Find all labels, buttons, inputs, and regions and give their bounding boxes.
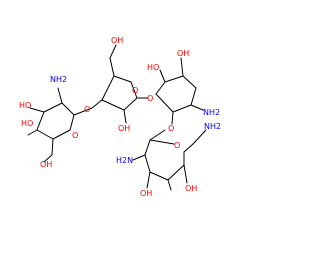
bond <box>36 111 45 131</box>
bond <box>36 129 54 140</box>
bond <box>183 143 194 153</box>
background <box>0 0 250 250</box>
molecule-structure: NH2 HO HO OH O O OH O OH O HO OH NH2 O O… <box>0 0 250 250</box>
bond <box>190 104 204 111</box>
bond <box>73 107 93 116</box>
bond <box>172 104 192 113</box>
atom-label-ring-oxygen: O <box>132 86 138 95</box>
atom-label-layer: NH2 HO HO OH O O OH O OH O HO OH NH2 O O… <box>19 36 221 198</box>
bond <box>171 111 174 125</box>
atom-label-oh: HO <box>21 119 33 128</box>
atom-label-nh2: NH2 <box>203 108 220 117</box>
atom-label-ring-oxygen: O <box>72 131 78 140</box>
bond <box>155 81 166 95</box>
bond <box>51 138 54 156</box>
structure-canvas: NH2 HO HO OH O O OH O OH O HO OH NH2 O O… <box>0 0 250 250</box>
atom-label-oh: OH <box>177 49 189 58</box>
bond <box>167 179 172 191</box>
atom-label-oh: HO <box>19 101 31 110</box>
atom-label-link-oxygen: O <box>168 124 174 133</box>
atom-label-nh2: NH2 <box>50 75 67 84</box>
bond <box>190 87 197 106</box>
bond <box>146 171 151 189</box>
atom-label-link-oxygen: O <box>147 94 153 103</box>
atom-label-oh: OH <box>40 160 52 169</box>
bond <box>123 109 127 124</box>
bond <box>164 75 184 83</box>
bond <box>109 57 115 77</box>
bond <box>57 87 63 104</box>
bond <box>123 97 138 111</box>
atom-label-oh: OH <box>140 189 152 198</box>
bond <box>149 171 169 181</box>
bond <box>167 164 185 181</box>
bond <box>91 99 103 109</box>
bond <box>149 139 175 145</box>
atom-label-oh: HO <box>147 63 159 72</box>
atom-label-nh2: NH2 <box>204 122 221 131</box>
atom-label-ring-oxygen: O <box>174 141 180 150</box>
bond <box>132 154 146 161</box>
bond <box>149 129 166 141</box>
bond <box>182 75 197 89</box>
bond <box>101 99 125 111</box>
atom-label-oh: OH <box>111 36 123 45</box>
bond <box>109 44 117 59</box>
bond <box>180 57 184 77</box>
bond <box>52 129 71 140</box>
bond <box>27 129 38 136</box>
bond <box>29 107 45 113</box>
bond <box>155 93 174 113</box>
bond <box>113 75 132 83</box>
atom-label-oh: OH <box>185 184 197 193</box>
bond <box>43 154 53 163</box>
bond <box>183 164 188 184</box>
bond <box>101 75 115 101</box>
bond <box>159 69 166 83</box>
bond <box>61 102 75 116</box>
bond <box>144 154 151 173</box>
bond <box>43 102 63 113</box>
atom-label-oh: OH <box>118 124 130 133</box>
bond-layer <box>27 44 207 191</box>
bond <box>130 81 138 99</box>
bond <box>69 114 75 131</box>
bond <box>144 139 151 156</box>
bond <box>192 129 207 145</box>
atom-label-nh2: H2N <box>116 156 133 165</box>
atom-label-link-oxygen: O <box>84 105 90 114</box>
